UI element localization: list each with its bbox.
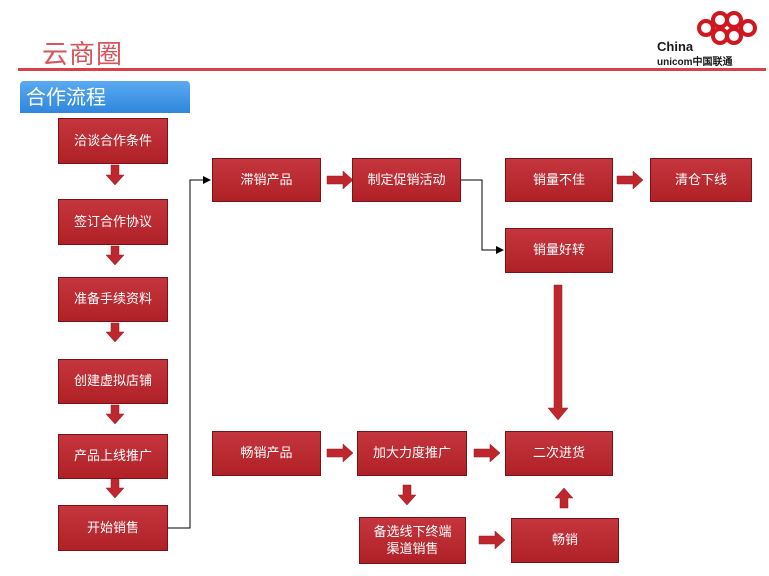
logo-text-unicom: unicom中国联通 <box>657 57 733 68</box>
logo-text-china: China <box>657 39 694 54</box>
step-poor-sales: 销量不佳 <box>505 158 613 202</box>
brand-logo-text: 云商圈 <box>42 40 124 70</box>
step-sign-agreement: 签订合作协议 <box>58 199 168 245</box>
step-restock: 二次进货 <box>505 431 613 476</box>
china-unicom-logo-icon <box>697 11 757 45</box>
step-increase-promotion: 加大力度推广 <box>357 431 467 476</box>
step-launch-promotion: 产品上线推广 <box>58 434 168 479</box>
page-title: 合作流程 <box>20 81 190 113</box>
step-offline-channel: 备选线下终端 渠道销售 <box>359 517 466 564</box>
step-prepare-documents: 准备手续资料 <box>58 277 168 322</box>
step-sales-improve: 销量好转 <box>505 228 613 273</box>
step-promotion-activity: 制定促销活动 <box>352 158 461 202</box>
step-start-sales: 开始销售 <box>58 505 168 551</box>
step-hot-product: 畅销产品 <box>212 431 321 476</box>
step-negotiate: 洽谈合作条件 <box>58 118 168 164</box>
header-divider <box>18 68 766 71</box>
step-create-store: 创建虚拟店铺 <box>58 359 168 404</box>
step-selling-well: 畅销 <box>511 518 619 563</box>
step-slow-product: 滞销产品 <box>212 158 321 202</box>
step-clearance: 清仓下线 <box>650 158 752 202</box>
